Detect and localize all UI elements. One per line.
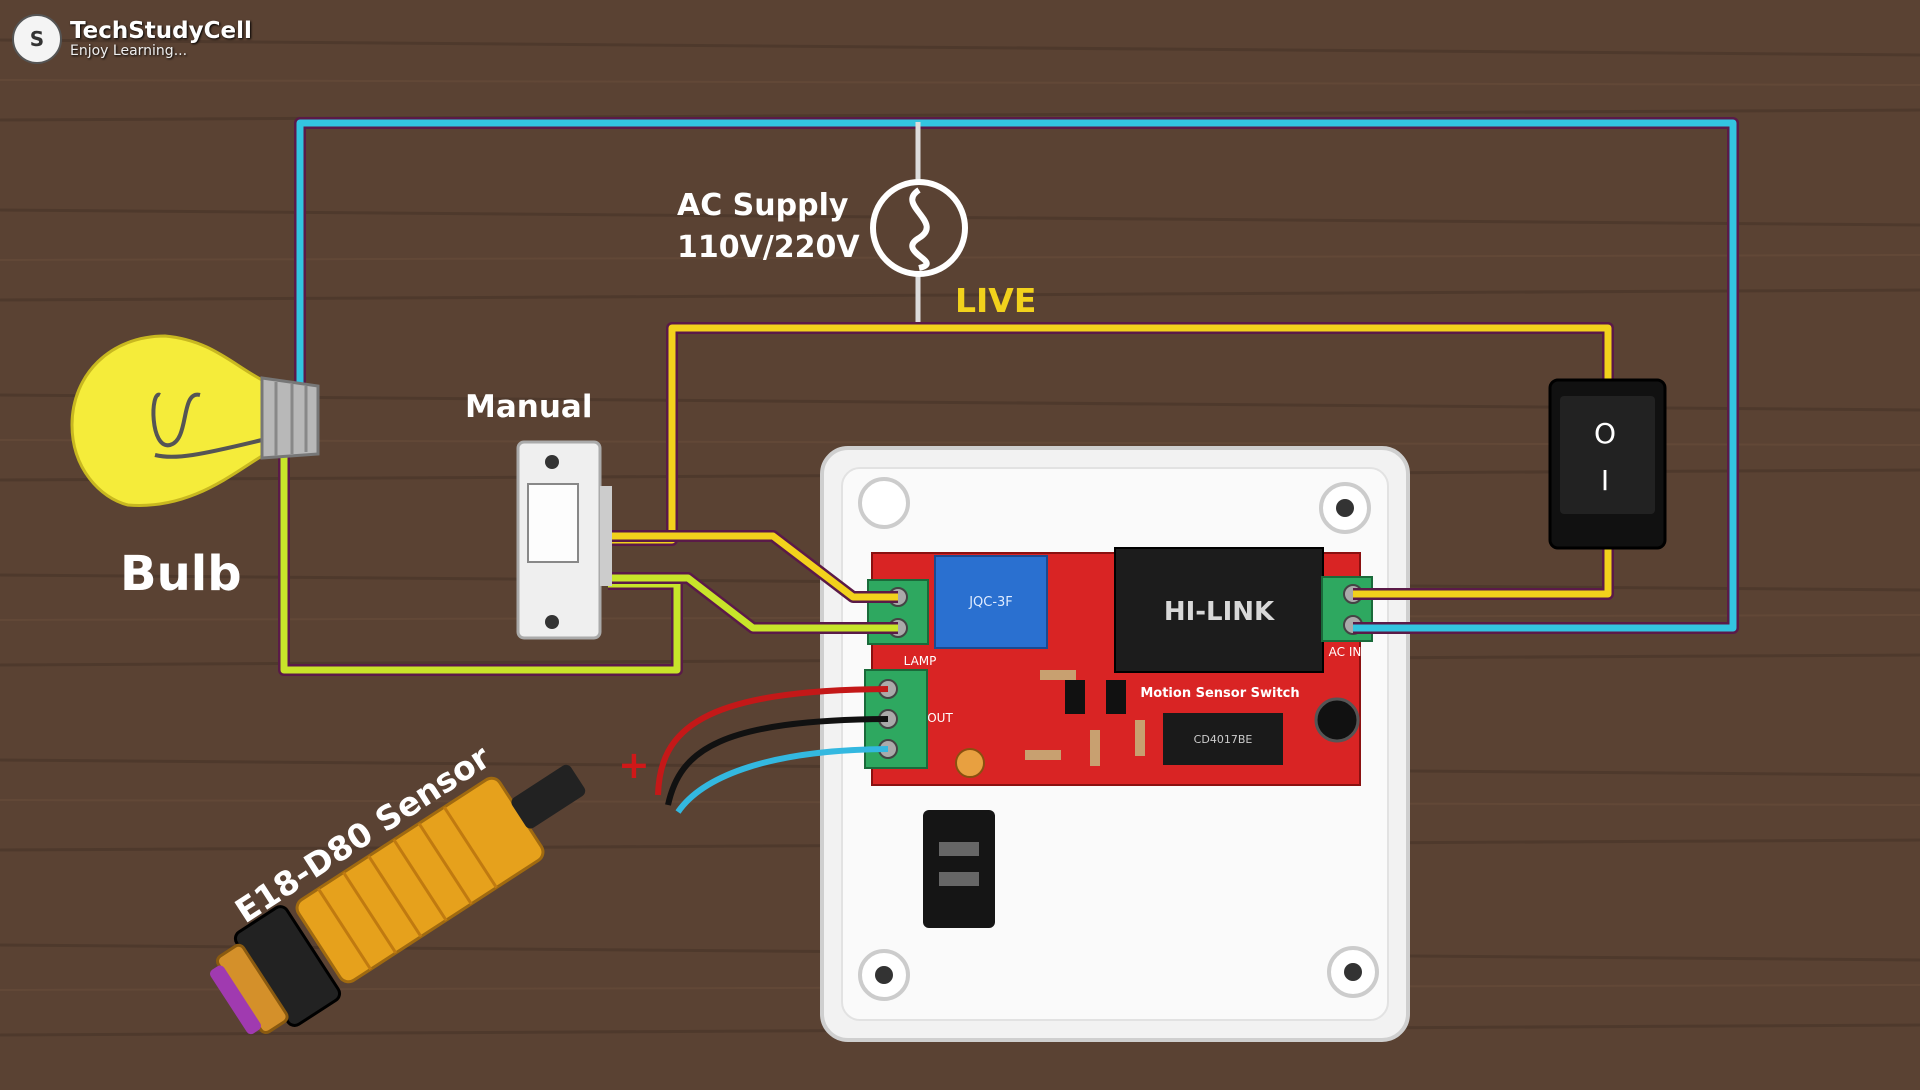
pir-sensor-icon — [210, 764, 586, 1035]
out-label: OUT — [927, 711, 953, 725]
pcb-title: Motion Sensor Switch — [1140, 686, 1299, 701]
ic-chip-text: CD4017BE — [1194, 733, 1253, 746]
rocker-on-symbol: I — [1601, 464, 1609, 497]
power-module-text: HI-LINK — [1164, 597, 1275, 627]
ac-in-label: AC IN — [1329, 645, 1362, 659]
brand-name: TechStudyCell — [70, 18, 252, 44]
ac-supply-line1: AC Supply — [677, 188, 849, 223]
wall-switch-icon — [516, 440, 612, 640]
power-module — [1114, 547, 1324, 673]
live-label: LIVE — [955, 281, 1036, 320]
capacitor — [1314, 697, 1360, 743]
sensor-black-wire — [665, 716, 889, 806]
logo-text: TechStudyCell Enjoy Learning... — [70, 19, 252, 59]
ac-supply-line2: 110V/220V — [677, 230, 860, 265]
bulb-label: Bulb — [120, 546, 242, 602]
lamp-terminal — [867, 579, 929, 645]
pcb-board: JQC-3F HI-LINK Motion Sensor Switch CD40… — [871, 547, 1362, 786]
sensor-red-wire — [655, 686, 889, 796]
relay — [934, 555, 1048, 649]
rocker-off-symbol: O — [1594, 417, 1616, 450]
wires — [278, 117, 1739, 814]
relay-text: JQC-3F — [968, 595, 1013, 610]
ic-chip — [1163, 713, 1283, 765]
manual-label: Manual — [465, 389, 592, 425]
logo-badge: S — [12, 14, 62, 64]
rocker-switch-icon: O I — [1548, 378, 1667, 550]
load-wire — [278, 456, 683, 676]
sensor-blue-wire — [675, 746, 889, 814]
ac-source-icon — [870, 179, 968, 277]
brand-tagline: Enjoy Learning... — [70, 43, 188, 59]
lamp-label: LAMP — [904, 654, 937, 668]
bulb-icon — [70, 334, 320, 507]
plus-sign: + — [618, 743, 650, 787]
brand-logo: S TechStudyCell Enjoy Learning... — [12, 14, 252, 64]
